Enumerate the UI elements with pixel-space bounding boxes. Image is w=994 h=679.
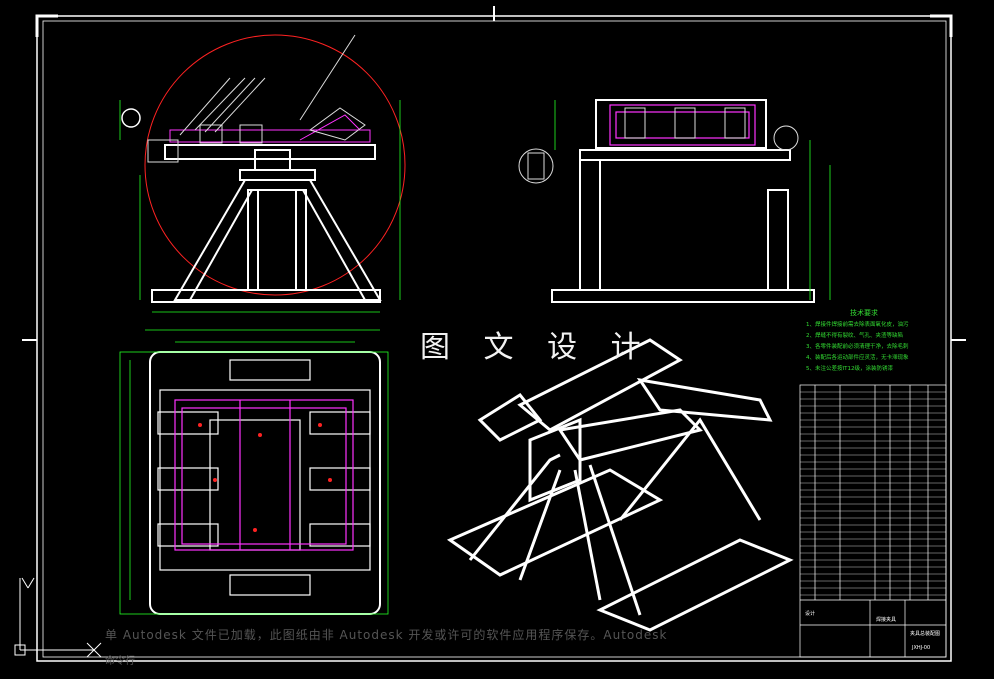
tech-notes-title: 技术要求 [850, 309, 878, 317]
watermark-text: 图 文 设 计 [420, 330, 653, 365]
tech-note-2: 2、焊缝不得有裂纹、气孔、夹渣等缺陷 [806, 333, 904, 339]
top-view [119, 329, 389, 615]
status-message: 单 Autodesk 文件已加载，此图纸由非 Autodesk 开发或许可的软件… [105, 628, 668, 642]
command-line-label[interactable]: 命令行 [105, 656, 135, 667]
isometric-view [446, 338, 794, 632]
parts-list-rows [800, 391, 946, 596]
tech-note-3: 3、各零件装配前必须清理干净，去除毛刺 [806, 344, 909, 350]
title-block-company: 焊接夹具 [876, 617, 897, 623]
front-view [119, 34, 406, 313]
drawing-frame [22, 6, 966, 662]
tech-note-1: 1、焊接件焊接前需去除表面氧化皮，油污 [806, 322, 909, 328]
title-block-drawing-name: 夹具总装配图 [910, 631, 941, 637]
title-block-drawing-number: JXHJ-00 [912, 645, 931, 651]
title-block-designer: 设计 [805, 611, 816, 617]
ucs-icon [14, 577, 102, 658]
side-view [518, 99, 831, 303]
parts-list-table [799, 384, 947, 658]
tech-note-4: 4、装配后各运动部件应灵活，无卡滞现象 [806, 355, 909, 361]
tech-note-5: 5、未注公差按IT12级，涂装防锈漆 [806, 366, 893, 372]
